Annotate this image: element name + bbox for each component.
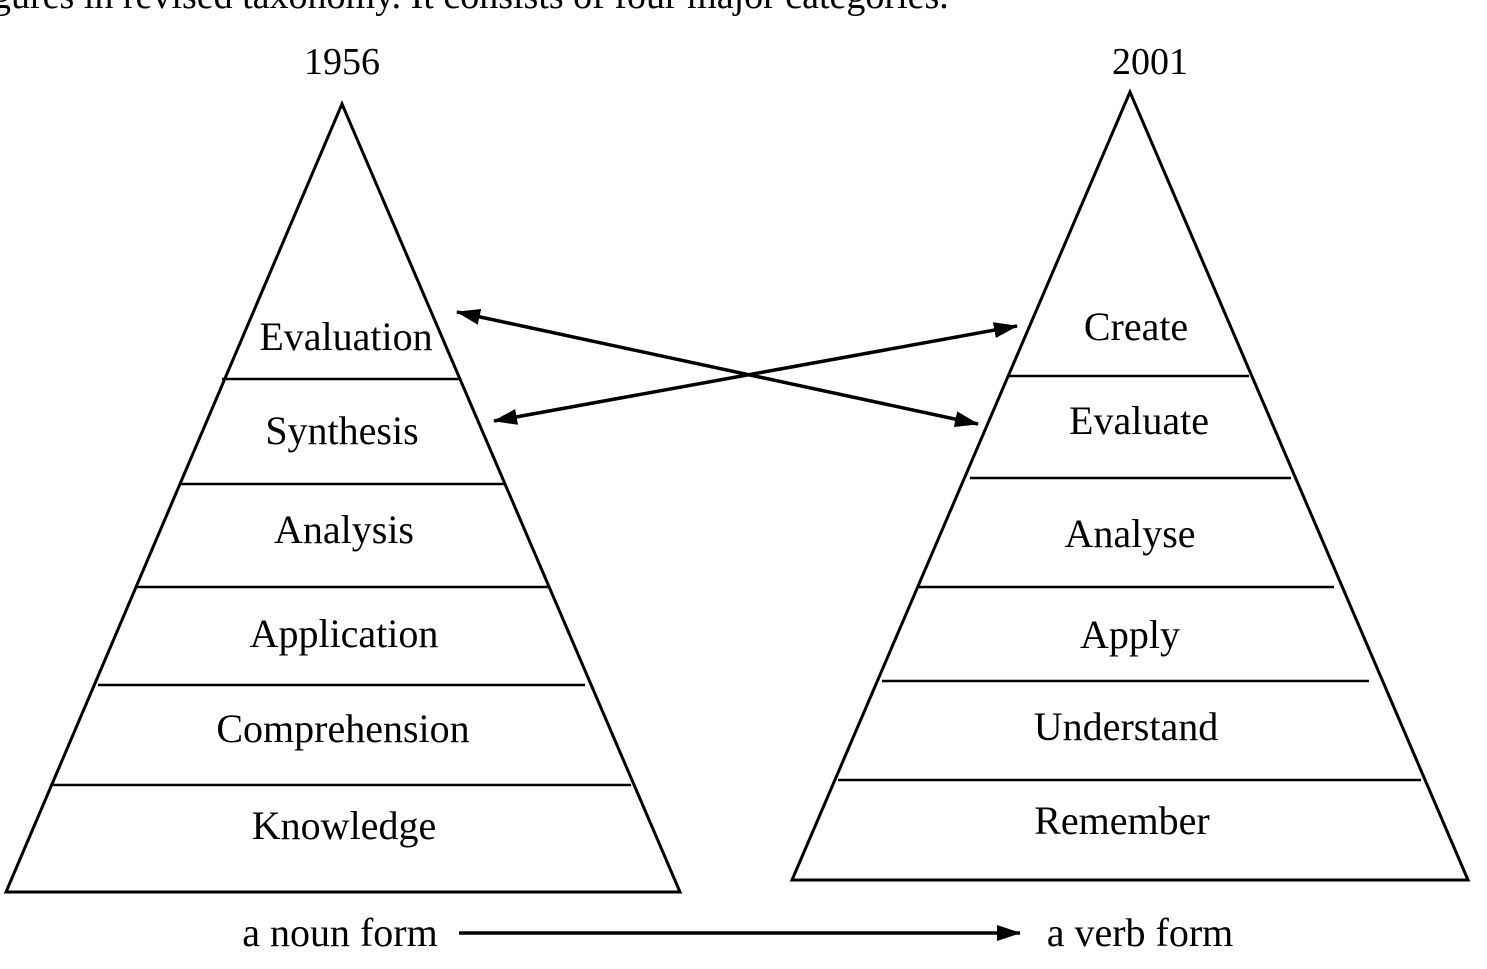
synthesis-to-create-arrow: [493, 322, 1018, 425]
verb-form-label: a verb form: [1047, 910, 1234, 955]
left-level-label: Evaluation: [259, 314, 432, 359]
evaluation-to-evaluate-arrow: [456, 309, 979, 427]
right-level-label: Apply: [1080, 612, 1180, 657]
left-pyramid: 1956 Evaluation Synthesis Analysis Appli…: [3, 41, 683, 894]
noun-form-label: a noun form: [242, 910, 438, 955]
left-level-label: Synthesis: [265, 408, 418, 453]
left-level-label: Analysis: [274, 507, 414, 552]
right-level-label: Remember: [1034, 798, 1210, 843]
left-level-label: Knowledge: [252, 803, 436, 848]
left-level-label: Application: [250, 611, 439, 656]
right-year-label: 2001: [1112, 41, 1188, 83]
left-level-label: Comprehension: [216, 706, 469, 751]
left-year-label: 1956: [304, 41, 380, 83]
right-level-label: Create: [1084, 304, 1188, 349]
right-pyramid: 2001 Create Evaluate Analyse Apply Under…: [789, 41, 1471, 882]
right-level-label: Evaluate: [1069, 398, 1209, 443]
right-level-label: Understand: [1034, 704, 1218, 749]
header-text-fragment: gures in revised taxonomy. It consists o…: [0, 0, 949, 18]
left-pyramid-outline: [3, 100, 683, 894]
right-pyramid-outline: [789, 88, 1471, 882]
right-level-label: Analyse: [1064, 511, 1195, 556]
